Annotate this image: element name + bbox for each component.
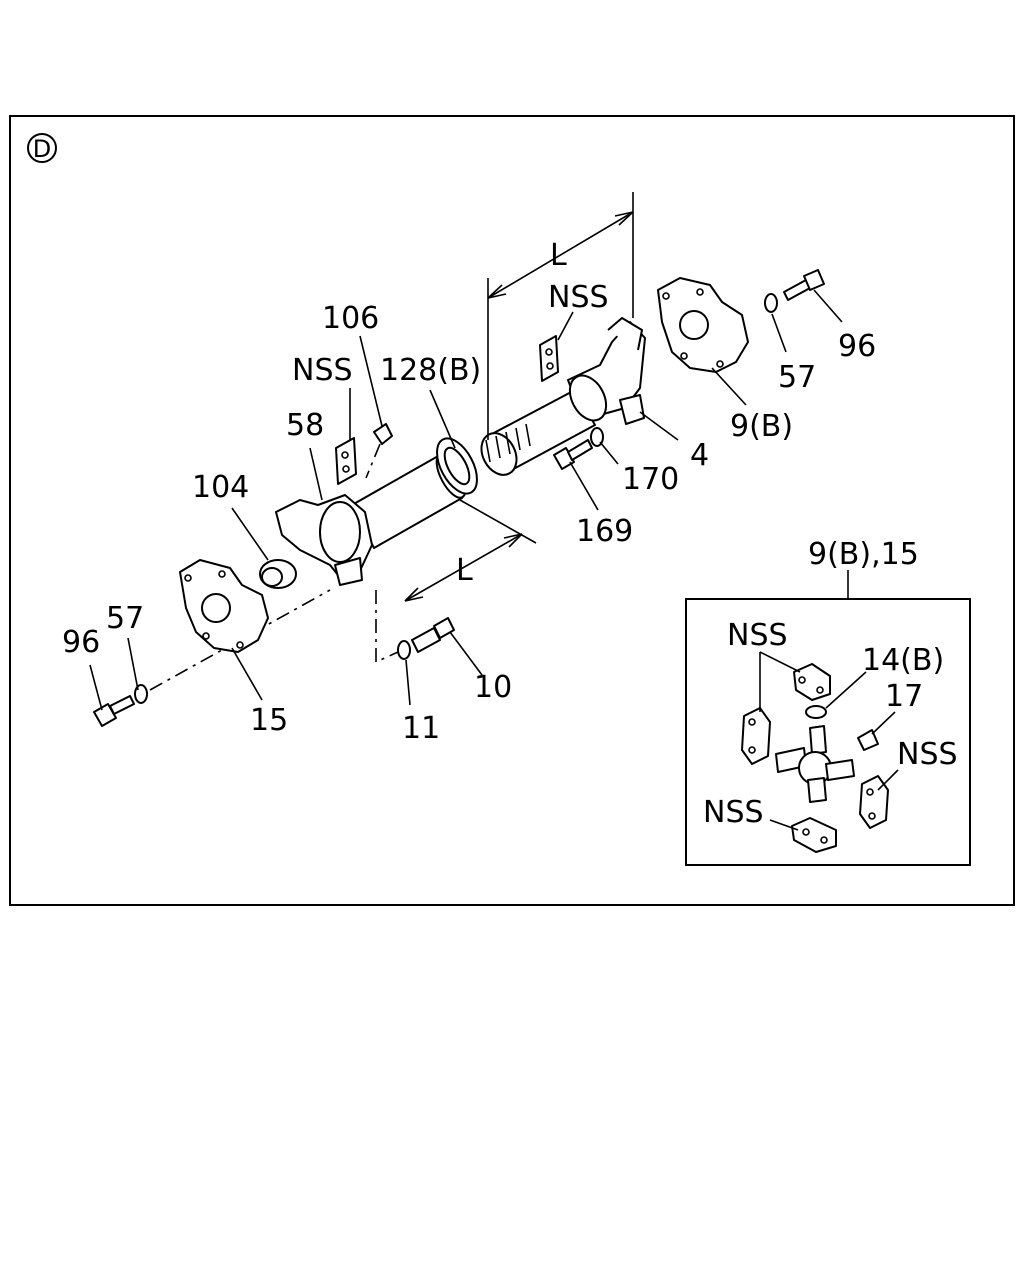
- u-joint-right: [657, 277, 749, 373]
- washer-170: [590, 427, 604, 447]
- label-dim-l-top: L: [550, 238, 567, 273]
- bolt-96-right: [783, 269, 825, 301]
- inset-label-nss-b: NSS: [897, 737, 958, 772]
- bolt-10: [411, 617, 455, 653]
- label-nss-top: NSS: [548, 280, 609, 315]
- nss-plate-left: [335, 437, 357, 485]
- bolt-169: [553, 439, 593, 470]
- dimension-l-top: [487, 192, 634, 440]
- svg-text:D: D: [33, 135, 51, 163]
- inset-leader-lines: [759, 651, 899, 831]
- label-15: 15: [250, 703, 288, 738]
- inset-bearing-cap-top: [793, 663, 831, 701]
- center-axis-left: [149, 589, 331, 691]
- label-58: 58: [286, 408, 324, 443]
- label-96-right: 96: [838, 329, 876, 364]
- inset-bearing-cap-bottom: [791, 817, 837, 853]
- inset-label-14b: 14(B): [862, 643, 944, 678]
- label-104: 104: [192, 470, 249, 505]
- label-57-left: 57: [106, 601, 144, 636]
- washer-11: [397, 640, 411, 660]
- label-9b: 9(B): [730, 409, 793, 444]
- inset-label-17: 17: [885, 679, 923, 714]
- bolt-10-leader: [375, 590, 399, 664]
- bolt-96-left: [93, 695, 135, 727]
- label-10: 10: [474, 670, 512, 705]
- inset-bearing-cap-left: [741, 707, 771, 765]
- label-96-left: 96: [62, 625, 100, 660]
- plug: [259, 559, 297, 589]
- dimension-l-mid: [404, 499, 537, 602]
- inset-title: 9(B),15: [808, 537, 919, 572]
- inset-bearing-cap-right: [859, 775, 889, 829]
- inset-frame: [685, 598, 971, 866]
- inset-label-nss-a: NSS: [727, 618, 788, 653]
- seal-ring: [436, 437, 478, 495]
- label-dim-l-mid: L: [456, 553, 473, 588]
- slip-yoke: [275, 494, 373, 586]
- inset-spider: [775, 725, 855, 803]
- label-11: 11: [402, 711, 440, 746]
- label-4: 4: [690, 438, 709, 473]
- label-57-right: 57: [778, 360, 816, 395]
- section-marker: D: [27, 133, 57, 163]
- label-170: 170: [622, 462, 679, 497]
- inset-grease-fitting: [857, 729, 879, 751]
- label-128b: 128(B): [380, 353, 481, 388]
- washer-57-right: [764, 293, 778, 313]
- end-yoke: [567, 317, 646, 425]
- grease-fitting: [365, 423, 393, 479]
- inset-label-nss-c: NSS: [703, 795, 764, 830]
- nss-plate-top: [539, 335, 559, 382]
- diagram-frame: [9, 115, 1015, 906]
- u-joint-left: [179, 559, 269, 653]
- label-169: 169: [576, 514, 633, 549]
- label-nss-left: NSS: [292, 353, 353, 388]
- label-106: 106: [322, 301, 379, 336]
- leader-lines: [89, 289, 843, 711]
- inset-seal-14b: [805, 705, 827, 719]
- spline-shaft: [480, 389, 596, 476]
